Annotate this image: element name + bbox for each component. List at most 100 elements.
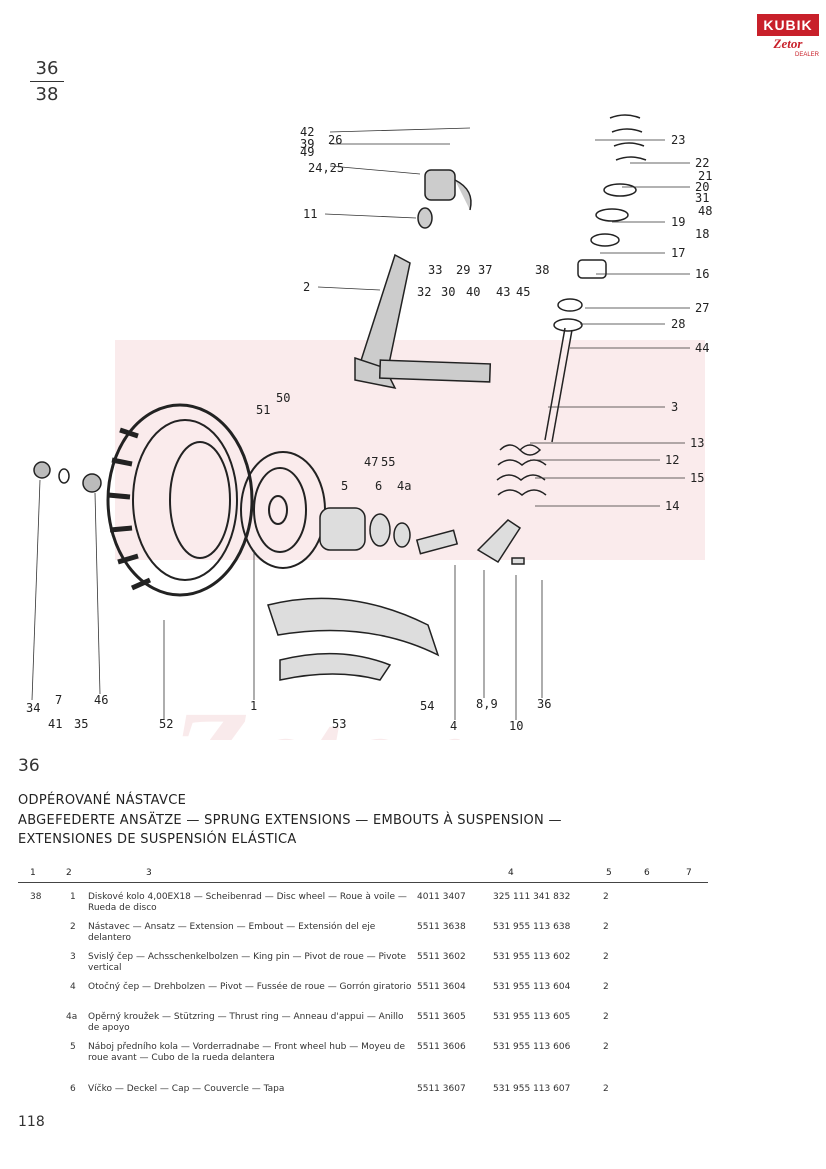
row-description: Víčko — Deckel — Cap — Couvercle — Tapa [88,1084,285,1094]
col-header-6: 6 [644,868,650,878]
callout-1: 1 [250,699,257,713]
fraction-divider [30,81,64,82]
row-order-no: 531 955 113 607 [493,1084,571,1094]
callout-39: 39 [300,137,314,151]
callout-42: 42 [300,125,314,139]
row-description: Opěrný kroužek — Stützring — Thrust ring… [88,1012,404,1033]
callout-44: 44 [695,341,709,355]
exploded-parts-diagram: Zetor [26,114,712,740]
row-description: Otočný čep — Drehbolzen — Pivot — Fussée… [88,982,412,992]
page-number: 118 [18,1114,45,1130]
callout-15: 15 [690,471,704,485]
row-qty: 2 [603,1084,609,1094]
col-header-3: 3 [146,868,152,878]
row-col1: 38 [30,892,42,902]
row-item-no: 4a [66,1012,78,1022]
row-order-no: 325 111 341 832 [493,892,571,902]
plate-fraction-top: 36 [35,58,59,79]
callout-8-9: 8,9 [476,697,498,711]
svg-text:Zetor: Zetor [169,685,460,740]
row-item-no: 3 [70,952,76,962]
row-item-no: 2 [70,922,76,932]
callout-41: 41 [48,717,62,731]
callout-4: 4 [450,719,457,733]
row-part-no: 5511 3605 [417,1012,466,1022]
callout-37: 37 [478,263,492,277]
plate-number: 36 [18,756,40,776]
callout-6: 6 [375,479,382,493]
title-spanish: EXTENSIONES DE SUSPENSIÓN ELÁSTICA [18,832,297,847]
row-description: Náboj předního kola — Vorderradnabe — Fr… [88,1042,406,1063]
row-order-no: 531 955 113 604 [493,982,571,992]
col-header-5: 5 [606,868,612,878]
hub [319,507,525,565]
row-qty: 2 [603,982,609,992]
row-description: Diskové kolo 4,00EX18 — Scheibenrad — Di… [88,892,407,913]
callout-4a: 4a [397,479,411,493]
row-order-no: 531 955 113 605 [493,1012,571,1022]
row-order-no: 531 955 113 638 [493,922,571,932]
callout-13: 13 [690,436,704,450]
callout-17: 17 [671,246,685,260]
logo-zetor: Zetor [773,36,803,51]
brand-logo: KUBIK Zetor DEALER [757,14,819,68]
callout-50: 50 [276,391,290,405]
callout-27: 27 [695,301,709,315]
row-part-no: 5511 3607 [417,1084,466,1094]
callout-5: 5 [341,479,348,493]
title-czech: ODPÉROVANÉ NÁSTAVCE [18,793,187,808]
row-part-no: 4011 3407 [417,892,466,902]
callout-31: 31 [695,191,709,205]
callout-53: 53 [332,717,346,731]
callout-20: 20 [695,180,709,194]
callout-3: 3 [671,400,678,414]
col-header-2: 2 [66,868,72,878]
row-part-no: 5511 3638 [417,922,466,932]
row-part-no: 5511 3604 [417,982,466,992]
callout-28: 28 [671,317,685,331]
row-qty: 2 [603,892,609,902]
callout-34: 34 [26,701,40,715]
callout-51: 51 [256,403,270,417]
callout-43: 43 [496,285,510,299]
callout-24-25: 24,25 [308,161,344,175]
row-part-no: 5511 3602 [417,952,466,962]
callout-29: 29 [456,263,470,277]
callout-49: 49 [300,145,314,159]
callout-33: 33 [428,263,442,277]
col-header-4: 4 [508,868,514,878]
top-lever [417,169,472,229]
callout-10: 10 [509,719,523,733]
callout-19: 19 [671,215,685,229]
tyre [106,403,254,597]
callout-46: 46 [94,693,108,707]
row-order-no: 531 955 113 602 [493,952,571,962]
title-multilingual: ABGEFEDERTE ANSÄTZE — SPRUNG EXTENSIONS … [18,813,562,828]
callout-16: 16 [695,267,709,281]
callout-47: 47 [364,455,378,469]
col-header-7: 7 [686,868,692,878]
king-pin-stack [496,114,647,496]
callout-36: 36 [537,697,551,711]
callout-55: 55 [381,455,395,469]
row-item-no: 6 [70,1084,76,1094]
row-part-no: 5511 3606 [417,1042,466,1052]
callout-40: 40 [466,285,480,299]
row-qty: 2 [603,1012,609,1022]
logo-dealer: DEALER [794,52,819,58]
callout-54: 54 [420,699,434,713]
leader-lines [31,127,690,720]
cap-parts [33,461,102,493]
callout-11: 11 [303,207,317,221]
callout-2: 2 [303,280,310,294]
row-description: Svislý čep — Achsschenkelbolzen — King p… [88,952,407,973]
callout-22: 22 [695,156,709,170]
row-qty: 2 [603,1042,609,1052]
callout-35: 35 [74,717,88,731]
callout-18: 18 [695,227,709,241]
callout-48: 48 [698,204,712,218]
row-description: Nástavec — Ansatz — Extension — Embout —… [88,922,376,943]
callout-45: 45 [516,285,530,299]
callout-12: 12 [665,453,679,467]
callout-labels: 42 39 26 49 24,25 11 2 33 29 37 32 30 40… [26,125,712,733]
